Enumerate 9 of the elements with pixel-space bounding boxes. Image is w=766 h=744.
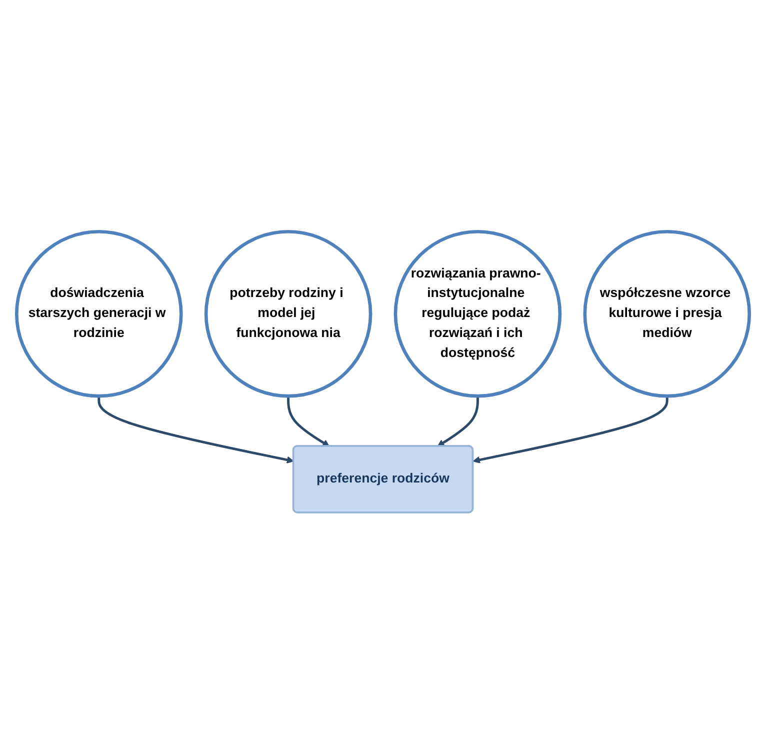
factor-circle: współczesne wzorce kulturowe i presja mediów	[583, 230, 752, 398]
central-box: preferencje rodziców	[292, 445, 474, 514]
arrow	[437, 396, 479, 447]
arrow	[287, 396, 330, 447]
factor-circle: potrzeby rodziny i model jej funkcjonowa nia	[204, 230, 372, 398]
arrow	[98, 396, 294, 464]
arrow	[472, 396, 668, 464]
factor-circle: rozwiązania prawno- instytucjonalne regulujące podaż rozwiązań i ich dostępność	[394, 230, 562, 398]
factor-circle: doświadczenia starszych generacji w rodzinie	[14, 230, 183, 398]
